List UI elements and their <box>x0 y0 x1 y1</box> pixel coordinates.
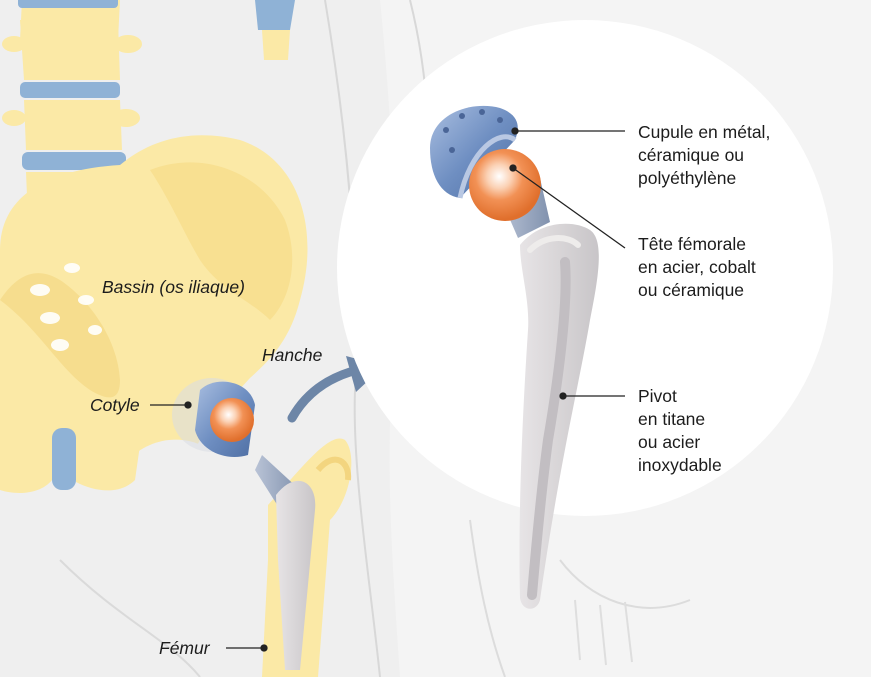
label-tete-femorale: Tête fémorale en acier, cobalt ou cérami… <box>638 233 756 302</box>
label-pivot: Pivot en titane ou acier inoxydable <box>638 385 722 477</box>
label-hanche: Hanche <box>262 344 322 367</box>
label-cupule-line-1: Cupule en métal, <box>638 121 770 144</box>
label-pivot-line-3: ou acier <box>638 431 722 454</box>
label-femur: Fémur <box>159 637 210 660</box>
label-pivot-line-4: inoxydable <box>638 454 722 477</box>
label-pivot-line-2: en titane <box>638 408 722 431</box>
label-bassin: Bassin (os iliaque) <box>102 276 245 299</box>
label-cupule-line-2: céramique ou <box>638 144 770 167</box>
label-cupule: Cupule en métal, céramique ou polyéthylè… <box>638 121 770 190</box>
label-cupule-line-3: polyéthylène <box>638 167 770 190</box>
label-tete-line-2: en acier, cobalt <box>638 256 756 279</box>
label-pivot-line-1: Pivot <box>638 385 722 408</box>
label-tete-line-3: ou céramique <box>638 279 756 302</box>
label-tete-line-1: Tête fémorale <box>638 233 756 256</box>
label-cotyle: Cotyle <box>90 394 140 417</box>
